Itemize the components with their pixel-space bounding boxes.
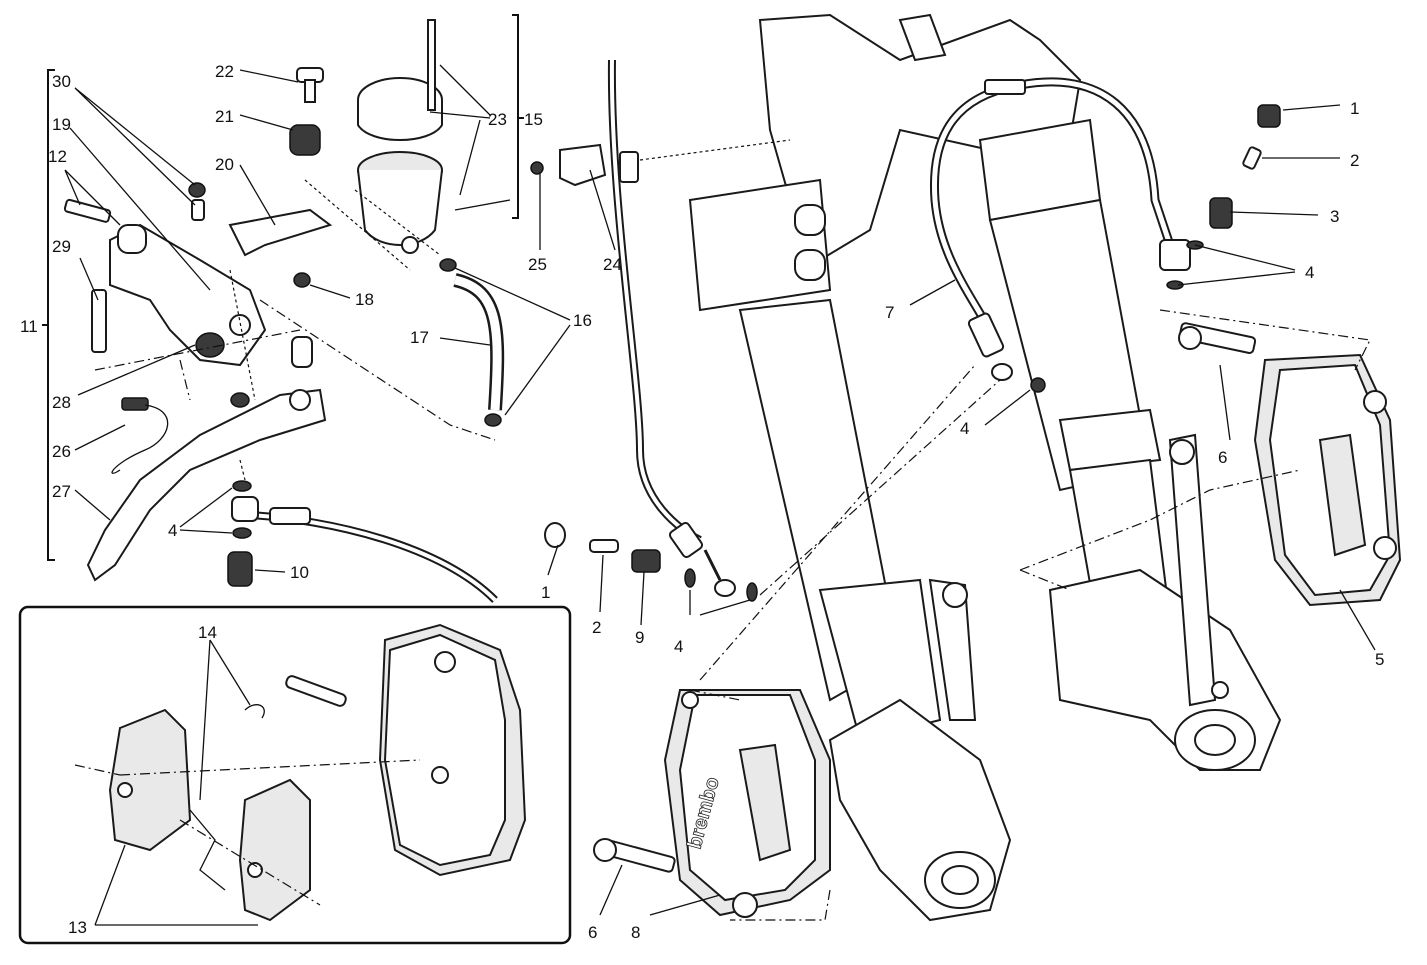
brake-pad-inset bbox=[18, 605, 572, 945]
callout-15: 15 bbox=[524, 110, 543, 129]
callout-20: 20 bbox=[215, 155, 234, 174]
callout-4: 4 bbox=[168, 521, 177, 540]
callout-6: 6 bbox=[588, 923, 597, 942]
callout-18: 18 bbox=[355, 290, 374, 309]
right-brake-caliper bbox=[1253, 353, 1402, 607]
callout-3: 3 bbox=[1330, 207, 1339, 226]
callout-30: 30 bbox=[52, 72, 71, 91]
leader-lines bbox=[64, 64, 1376, 926]
callout-27: 27 bbox=[52, 482, 71, 501]
callout-13: 13 bbox=[68, 918, 87, 937]
brake-master-cylinder bbox=[63, 182, 333, 587]
callout-17: 17 bbox=[410, 328, 429, 347]
callout-22: 22 bbox=[215, 62, 234, 81]
callout-4: 4 bbox=[674, 637, 683, 656]
callout-23: 23 bbox=[488, 110, 507, 129]
callout-26: 26 bbox=[52, 442, 71, 461]
callout-1: 1 bbox=[1350, 99, 1359, 118]
callout-4: 4 bbox=[960, 419, 969, 438]
callout-12: 12 bbox=[48, 147, 67, 166]
brake-fluid-reservoir bbox=[289, 19, 443, 288]
group-braces bbox=[42, 14, 524, 561]
callout-16: 16 bbox=[573, 311, 592, 330]
callout-2: 2 bbox=[592, 618, 601, 637]
callout-19: 19 bbox=[52, 115, 71, 134]
callout-29: 29 bbox=[52, 237, 71, 256]
callout-6: 6 bbox=[1218, 448, 1227, 467]
left-brake-caliper: brembo bbox=[663, 689, 831, 918]
callout-11: 11 bbox=[20, 317, 38, 336]
callout-24: 24 bbox=[603, 255, 622, 274]
callout-4: 4 bbox=[1305, 263, 1314, 282]
bleeder-and-banjo-parts bbox=[439, 104, 1281, 873]
front-fork-assembly bbox=[688, 13, 1282, 922]
callout-9: 9 bbox=[635, 628, 644, 647]
callout-14: 14 bbox=[198, 623, 217, 642]
callout-28: 28 bbox=[52, 393, 71, 412]
callout-labels: 1 2 3 4 5 6 7 4 1 2 9 4 6 8 22 21 20 18 … bbox=[20, 62, 1384, 942]
callout-2: 2 bbox=[1350, 151, 1359, 170]
callout-1: 1 bbox=[541, 583, 550, 602]
callout-7: 7 bbox=[885, 303, 894, 322]
callout-10: 10 bbox=[290, 563, 309, 582]
brake-hoses bbox=[249, 59, 1191, 603]
callout-5: 5 bbox=[1375, 650, 1384, 669]
assembly-lines bbox=[74, 139, 1371, 921]
callout-25: 25 bbox=[528, 255, 547, 274]
callout-21: 21 bbox=[215, 107, 234, 126]
callout-8: 8 bbox=[631, 923, 640, 942]
